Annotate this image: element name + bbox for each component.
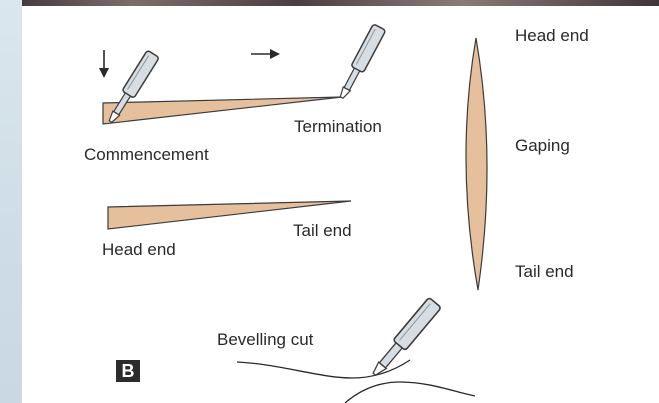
- panel-letter-badge: B: [116, 360, 140, 382]
- label-head-end-gaping: Head end: [515, 26, 589, 45]
- label-gaping: Gaping: [515, 136, 570, 155]
- gaping-wound: [466, 38, 487, 290]
- skin-line-lower: [345, 382, 475, 403]
- label-termination: Termination: [294, 117, 382, 136]
- label-bevelling-cut: Bevelling cut: [217, 330, 314, 349]
- arrow-right-icon: [251, 49, 280, 59]
- scalpel-icon: [369, 297, 442, 379]
- label-head-end-wedge: Head end: [102, 240, 176, 259]
- label-tail-end-wedge: Tail end: [293, 221, 352, 240]
- label-commencement: Commencement: [84, 145, 209, 164]
- label-tail-end-gaping: Tail end: [515, 262, 574, 281]
- arrow-down-icon: [99, 50, 109, 78]
- scalpel-icon: [336, 24, 386, 101]
